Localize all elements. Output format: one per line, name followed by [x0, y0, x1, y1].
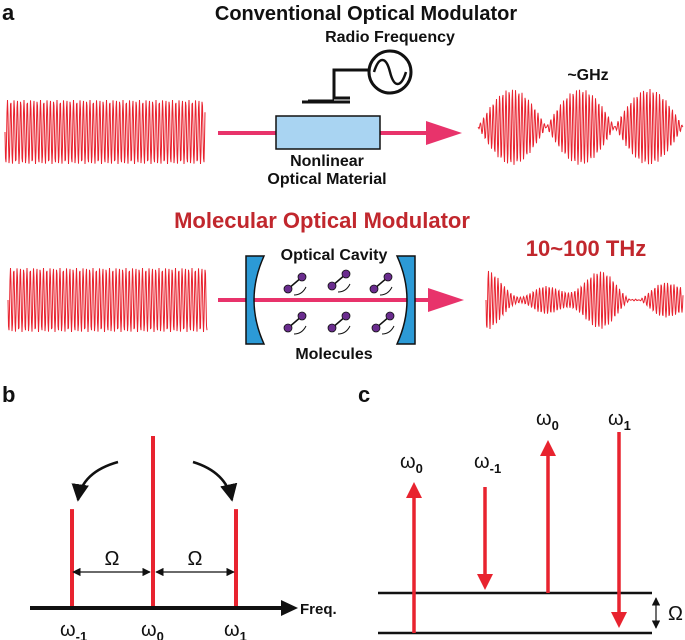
frequency-axis	[30, 600, 298, 616]
input-wave-top	[4, 100, 206, 164]
molecule-icon	[327, 311, 351, 335]
ghz-label: ~GHz	[567, 67, 608, 84]
omega-spacing-left: Ω	[105, 548, 120, 570]
molecule-icon	[283, 311, 307, 335]
spectral-line-label: ω-1	[60, 619, 87, 640]
transition-arrow	[611, 432, 627, 628]
thz-label: 10~100 THz	[526, 236, 646, 261]
molecular-title: Molecular Optical Modulator	[174, 208, 470, 233]
output-wave-thz	[485, 270, 684, 330]
transition-arrows	[406, 432, 627, 633]
molecule-icon	[283, 272, 307, 296]
conventional-title: Conventional Optical Modulator	[215, 3, 517, 25]
transition-label: ω1	[608, 408, 631, 433]
transition-arrow	[540, 440, 556, 593]
molecule-icon	[369, 272, 393, 296]
panel-label-b: b	[2, 382, 15, 407]
cavity-mirror-right	[395, 255, 416, 345]
transition-label: ω-1	[474, 451, 501, 476]
transition-arrow	[477, 487, 493, 590]
material-label-line2: Optical Material	[267, 171, 386, 188]
molecule-icon	[371, 311, 395, 335]
panel-label-a: a	[2, 0, 15, 25]
radio-frequency-label: Radio Frequency	[325, 29, 455, 46]
curved-arrow-left	[71, 460, 119, 502]
freq-label: Freq.	[300, 601, 337, 618]
panel-label-c: c	[358, 382, 370, 407]
spectral-line-label: ω0	[141, 619, 164, 640]
molecule-icon	[327, 269, 351, 293]
input-wave-bottom	[7, 268, 208, 332]
spectral-lines	[70, 436, 238, 606]
transition-label: ω0	[400, 451, 423, 476]
curved-arrow-right	[192, 460, 238, 502]
material-label-line1: Nonlinear	[290, 153, 364, 170]
cavity-label: Optical Cavity	[281, 247, 388, 264]
rf-source-symbol	[308, 49, 413, 103]
transition-labels: ω0 ω-1 ω0 ω1	[400, 408, 631, 476]
spectral-line-label: ω1	[224, 619, 247, 640]
nonlinear-material-block	[275, 115, 381, 150]
transition-label: ω0	[536, 408, 559, 433]
molecules-group	[283, 269, 395, 335]
spectral-line-labels: ω-1 ω0 ω1	[60, 619, 247, 640]
output-wave-ghz	[477, 89, 684, 165]
cavity-mirror-left	[245, 255, 266, 345]
level-spacing-label: Ω	[668, 603, 683, 625]
transition-arrow	[406, 482, 422, 633]
molecules-label: Molecules	[295, 346, 372, 363]
omega-spacing-right: Ω	[188, 548, 203, 570]
